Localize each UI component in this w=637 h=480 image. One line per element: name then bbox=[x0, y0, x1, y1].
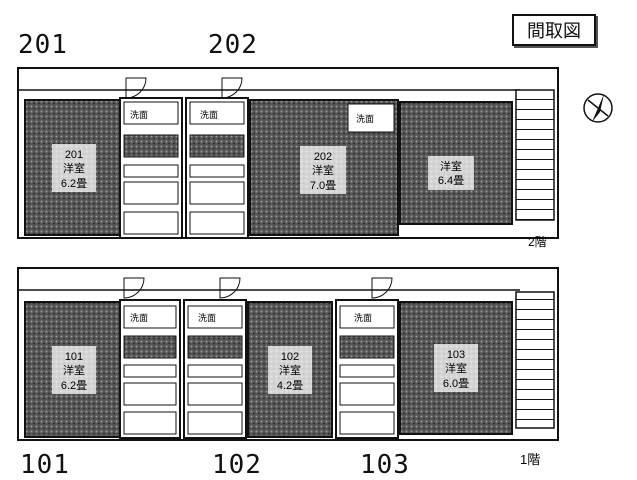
wash-label-102: 洗面 bbox=[198, 312, 216, 323]
room-101-type: 洋室 bbox=[63, 363, 85, 377]
room-102-type: 洋室 bbox=[279, 363, 301, 377]
wash-label-101: 洗面 bbox=[130, 312, 148, 323]
room-102-size: 4.2畳 bbox=[277, 379, 303, 392]
wet-area-101 bbox=[119, 299, 181, 439]
room-103-size: 6.0畳 bbox=[443, 377, 469, 390]
floor-2-label: 2階 bbox=[528, 234, 547, 249]
page-title: 間取図 bbox=[512, 14, 596, 46]
room-202-id: 202 bbox=[314, 151, 332, 163]
wash-label-202: 洗面 bbox=[200, 109, 218, 120]
room-103-type: 洋室 bbox=[445, 361, 467, 375]
room-101-id: 101 bbox=[65, 351, 83, 363]
wet-area-103 bbox=[335, 299, 399, 439]
room-202-size: 7.0畳 bbox=[310, 179, 336, 192]
wet-area-201 bbox=[119, 97, 183, 239]
north-arrow-icon bbox=[583, 93, 613, 123]
wash-label-103: 洗面 bbox=[354, 312, 372, 323]
floor-2-outline bbox=[17, 67, 559, 239]
floor-1-plan: 101 洋室 6.2畳 102 洋室 4.2畳 103 洋室 6.0畳 洗面 洗… bbox=[17, 267, 559, 467]
room-103-id: 103 bbox=[447, 349, 465, 361]
wash-label-202b: 洗面 bbox=[356, 113, 374, 124]
room-102-id: 102 bbox=[281, 351, 299, 363]
wet-area-202 bbox=[185, 97, 249, 239]
floor-2-plan: 201 洋室 6.2畳 202 洋室 7.0畳 洋室 6.4畳 洗面 洗面 洗面… bbox=[17, 67, 559, 249]
stairs-floor-2 bbox=[515, 89, 555, 221]
room-202-type: 洋室 bbox=[312, 163, 334, 177]
room-201-type: 洋室 bbox=[63, 161, 85, 175]
stairs-floor-1 bbox=[515, 291, 555, 429]
wash-label-201: 洗面 bbox=[130, 109, 148, 120]
room-101-size: 6.2畳 bbox=[61, 379, 87, 392]
door-201 bbox=[125, 77, 147, 99]
room-201-id: 201 bbox=[65, 149, 83, 161]
door-202 bbox=[221, 77, 243, 99]
floor-1-label: 1階 bbox=[520, 452, 540, 467]
unit-number-101: 101 bbox=[20, 450, 70, 480]
floor-1-outline bbox=[17, 267, 559, 441]
door-102 bbox=[219, 277, 241, 299]
unit-number-202: 202 bbox=[208, 30, 258, 60]
washroom-202 bbox=[347, 103, 395, 133]
door-101 bbox=[123, 277, 145, 299]
door-103 bbox=[371, 277, 393, 299]
room-east-type: 洋室 bbox=[440, 159, 462, 173]
unit-number-102: 102 bbox=[212, 450, 262, 480]
room-201-size: 6.2畳 bbox=[61, 177, 87, 190]
unit-number-201: 201 bbox=[18, 30, 68, 60]
wet-area-102 bbox=[183, 299, 247, 439]
unit-number-103: 103 bbox=[360, 450, 410, 480]
room-east-size: 6.4畳 bbox=[438, 174, 464, 187]
